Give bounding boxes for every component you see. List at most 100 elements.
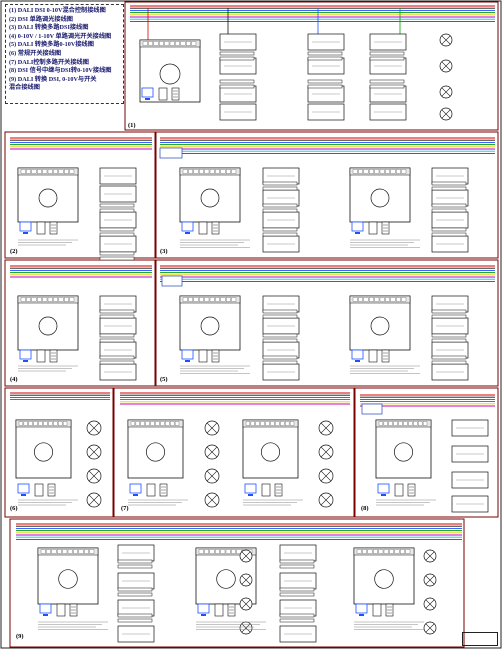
computer-monitor-icon	[39, 603, 52, 614]
monitor-stand	[23, 360, 28, 362]
fluorescent-tube-icon	[99, 256, 135, 261]
knob-icon	[260, 442, 281, 462]
terminal	[155, 421, 160, 426]
fluorescent-tube-icon	[262, 314, 298, 319]
fluorescent-tube-icon	[431, 360, 467, 365]
terminal	[285, 421, 290, 426]
terminal	[150, 421, 155, 426]
terminal	[58, 297, 64, 302]
fluorescent-tube-icon	[99, 360, 135, 365]
fluorescent-tube-icon	[262, 232, 298, 237]
terminal	[220, 549, 226, 554]
lamp-cross	[425, 551, 435, 561]
terminal	[215, 549, 220, 554]
terminal	[64, 297, 69, 302]
lamp-cross	[88, 470, 100, 482]
terminal	[204, 297, 210, 302]
terminal	[394, 549, 400, 554]
terminal	[231, 169, 237, 174]
title-block	[462, 632, 498, 646]
terminal	[390, 297, 396, 302]
fluorescent-tube-icon	[431, 227, 467, 232]
terminal	[58, 169, 64, 174]
lamp-cross	[88, 494, 100, 506]
panel-frame	[155, 131, 499, 259]
knob-icon	[159, 63, 181, 85]
fluorescent-tube-icon	[99, 227, 135, 232]
fluorescent-tube-icon	[117, 564, 153, 569]
panel-label-7: (7)	[121, 505, 129, 512]
terminal	[204, 549, 209, 554]
terminal	[64, 169, 69, 174]
lamp-cross	[241, 551, 251, 561]
terminal	[250, 421, 255, 426]
computer-monitor-icon	[351, 349, 364, 360]
monitor-stand	[21, 494, 26, 496]
legend-item: (4) 0-10V / 1-10V 单路调光开关接线图	[9, 32, 112, 40]
knob-icon	[38, 316, 58, 336]
terminal	[153, 41, 159, 46]
computer-monitor-icon	[355, 603, 368, 614]
wall-panel-icon	[36, 221, 46, 235]
terminal	[396, 169, 401, 174]
terminal	[369, 297, 374, 302]
fluorescent-tube-icon	[262, 333, 298, 338]
fluorescent-tube-icon	[307, 84, 343, 89]
monitor-stand	[381, 494, 386, 496]
terminal	[47, 297, 53, 302]
terminal	[385, 169, 390, 174]
fluorescent-tube-icon	[262, 203, 298, 208]
fluorescent-tube-icon	[431, 355, 467, 360]
terminal	[226, 297, 231, 302]
computer-monitor-icon	[17, 483, 30, 494]
legend-item: (6) 常规开关接线图	[9, 49, 62, 57]
terminal	[193, 297, 199, 302]
controller-module	[17, 167, 79, 223]
panel-frame	[4, 387, 114, 518]
terminal	[69, 297, 75, 302]
terminal	[47, 169, 53, 174]
computer-monitor-icon	[181, 221, 194, 232]
lamp-cross	[320, 494, 332, 506]
terminal	[182, 297, 188, 302]
terminal	[236, 549, 242, 554]
knob-icon	[58, 569, 78, 589]
monitor-stand	[359, 614, 364, 616]
terminal	[389, 549, 394, 554]
computer-monitor-icon	[19, 349, 32, 360]
terminal	[390, 169, 396, 174]
terminal	[164, 41, 170, 46]
wall-panel-icon	[368, 221, 378, 235]
fluorescent-tube-icon	[431, 181, 467, 186]
legend-item: (2) DSI 单路调光接线图	[9, 15, 73, 23]
knob-icon	[38, 188, 58, 208]
monitor-stand	[145, 98, 150, 100]
fluorescent-tube-icon	[431, 333, 467, 338]
terminal	[356, 549, 362, 554]
terminal	[57, 549, 62, 554]
fluorescent-tube-icon	[431, 203, 467, 208]
dsi-repeater	[361, 403, 383, 415]
panel-frame	[124, 1, 499, 131]
terminal	[422, 421, 428, 426]
terminal	[174, 421, 180, 426]
terminal	[373, 549, 378, 554]
terminal	[374, 297, 380, 302]
terminal	[270, 421, 275, 426]
terminal	[209, 549, 215, 554]
terminal	[231, 549, 236, 554]
fluorescent-tube-icon	[262, 181, 298, 186]
monitor-stand	[185, 360, 190, 362]
terminal	[393, 421, 398, 426]
terminal	[265, 421, 270, 426]
terminal	[26, 297, 31, 302]
fluorescent-tube-icon	[99, 232, 135, 237]
terminal	[401, 297, 407, 302]
terminal	[148, 41, 153, 46]
fluorescent-tube-icon	[262, 309, 298, 314]
fluorescent-tube-icon	[262, 355, 298, 360]
fluorescent-tube-icon	[117, 592, 153, 597]
controller-module	[242, 419, 299, 479]
terminal	[352, 297, 358, 302]
fluorescent-tube-icon	[369, 56, 405, 61]
